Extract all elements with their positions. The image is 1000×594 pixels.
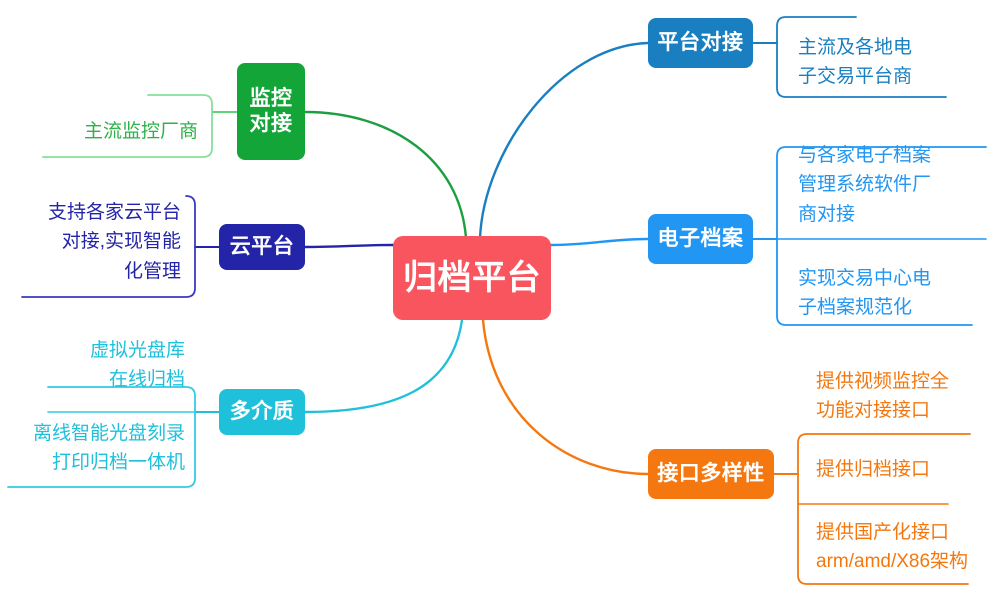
leaf-multi-media-1: 离线智能光盘刻录 打印归档一体机 (32, 423, 185, 474)
connector-center-to-electronic-archives (549, 237, 650, 247)
leaf-platform-docking-0: 主流及各地电 子交易平台商 (798, 37, 913, 88)
leaf-electronic-archives-1: 实现交易中心电 子档案规范化 (798, 268, 932, 319)
leaf-interface-diversity-2: 提供国产化接口 arm/amd/X86架构 (816, 522, 969, 573)
leaf-cloud-platform-0: 支持各家云平台 对接,实现智能 化管理 (47, 202, 181, 282)
leaf-interface-diversity-1: 提供归档接口 (816, 459, 931, 480)
branch-node-cloud-platform[interactable]: 云平台 (219, 224, 305, 270)
branch-node-monitoring-docking[interactable]: 监控 对接 (237, 63, 305, 160)
center-node[interactable]: 归档平台 (393, 236, 551, 320)
connector-center-to-cloud-platform (303, 243, 395, 249)
branch-node-platform-docking[interactable]: 平台对接 (648, 18, 753, 68)
connector-center-to-monitoring-docking (303, 110, 468, 240)
connector-center-to-multi-media (303, 318, 464, 414)
leaf-electronic-archives-0: 与各家电子档案 管理系统软件厂 商对接 (798, 145, 932, 225)
leaf-interface-diversity-0: 提供视频监控全 功能对接接口 (816, 371, 950, 422)
branch-node-multi-media[interactable]: 多介质 (219, 389, 305, 435)
connector-center-to-interface-diversity (481, 318, 650, 476)
leaf-multi-media-0: 虚拟光盘库 在线归档 (89, 340, 185, 391)
connector-center-to-platform-docking (478, 41, 650, 240)
branch-node-interface-diversity[interactable]: 接口多样性 (648, 449, 774, 499)
branch-node-electronic-archives[interactable]: 电子档案 (648, 214, 753, 264)
leaf-monitoring-docking-0: 主流监控厂商 (83, 121, 198, 142)
